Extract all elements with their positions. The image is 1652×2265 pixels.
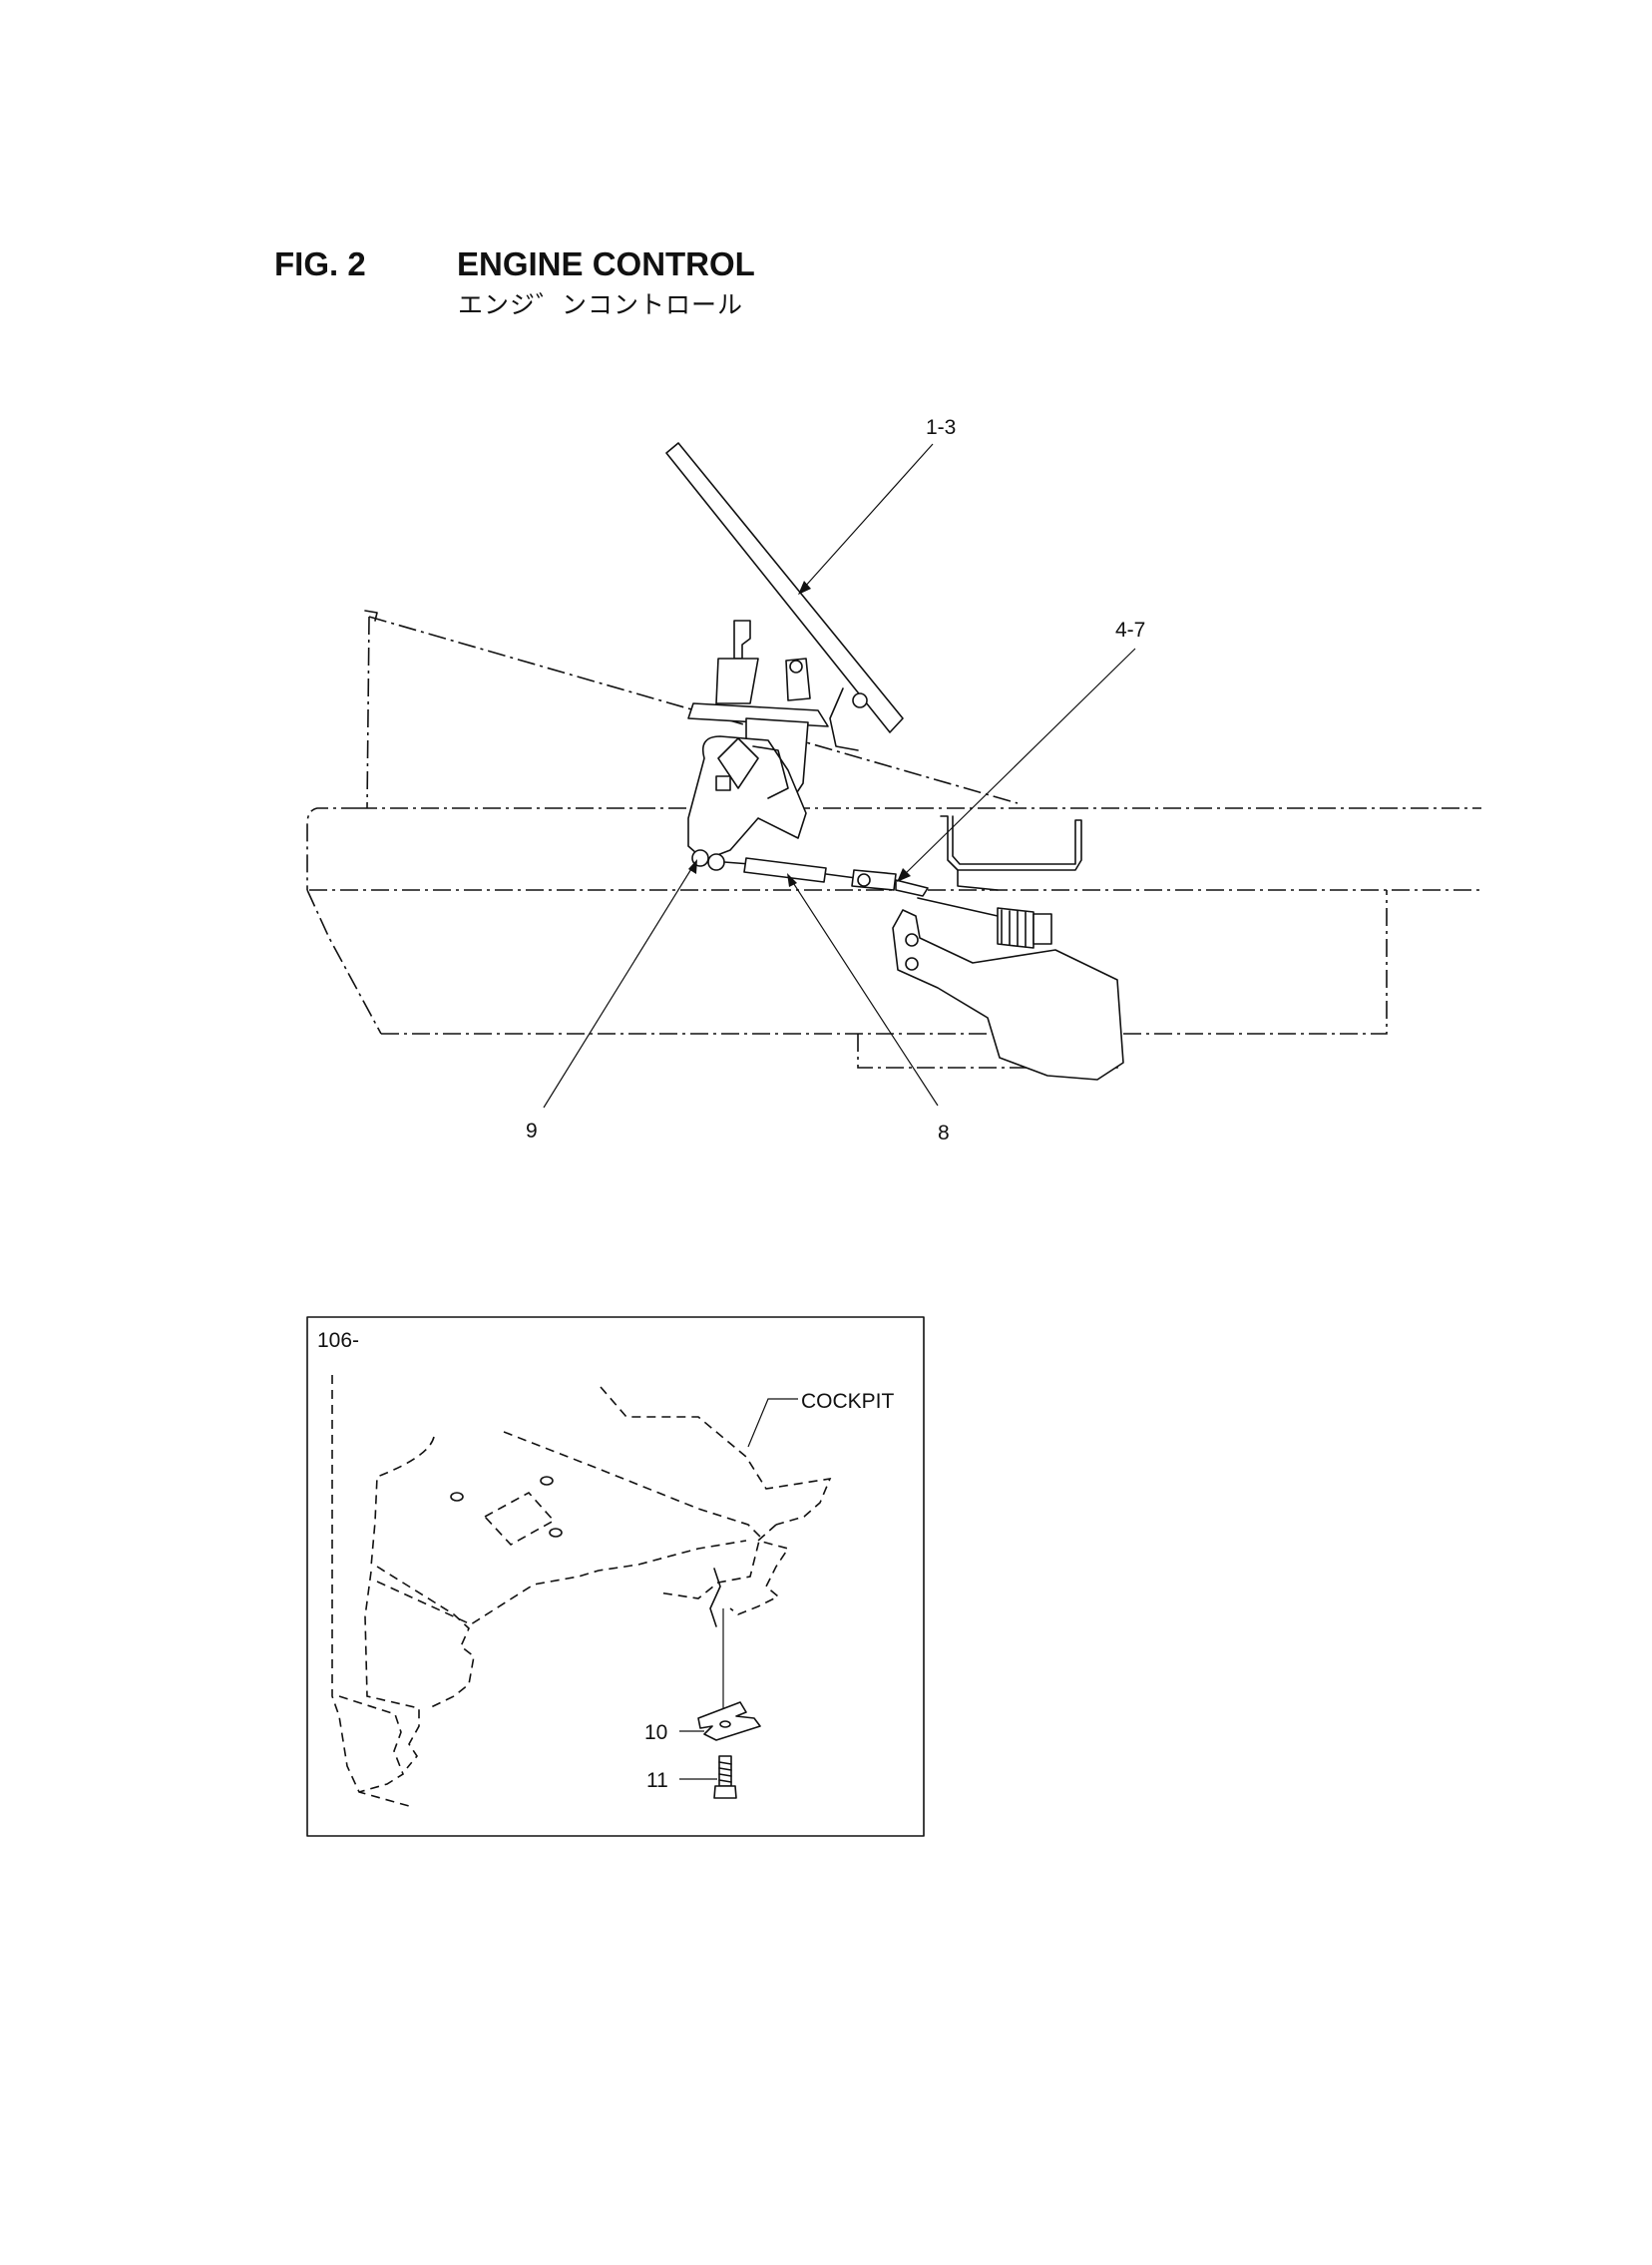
cable-adjust-thread <box>1001 909 1027 948</box>
leader-8 <box>789 877 939 1107</box>
stop-bolt <box>733 620 751 660</box>
clevis-pin-b <box>707 853 725 871</box>
floor-panel-outline <box>368 616 1019 804</box>
governor-pin-a <box>905 933 919 947</box>
accelerator-pedal <box>665 442 904 733</box>
frame-bottom-line <box>381 890 1388 1035</box>
housing-nut <box>715 775 731 791</box>
callout-8: 8 <box>938 1122 950 1144</box>
floor-hole-a <box>450 1492 464 1502</box>
floor-cover-plate <box>483 1491 556 1547</box>
frame-lower-slope <box>306 889 382 1035</box>
cable-bracket <box>940 815 1082 871</box>
cockpit-bottom-wall <box>338 1695 404 1793</box>
callout-9: 9 <box>526 1120 538 1142</box>
leader-8-arrow <box>787 873 797 887</box>
leader-9-arrow <box>688 859 697 874</box>
detail-view: 106- <box>306 1316 925 1837</box>
leader-4-7-arrow <box>897 868 911 882</box>
cable-bracket-side <box>957 869 999 891</box>
governor-lever <box>892 909 1124 1081</box>
cockpit-lower-edge <box>376 1566 475 1709</box>
cockpit-inner-edge <box>503 1431 761 1599</box>
clip-plate <box>697 1701 761 1741</box>
under-floor-bracket <box>709 1568 721 1627</box>
rod-joint-pin <box>857 873 871 887</box>
callout-4-7: 4-7 <box>1115 619 1145 642</box>
housing-inner-2 <box>752 745 789 799</box>
main-assembly-view: 1-3 4-7 9 8 <box>306 416 1481 1144</box>
cockpit-label: COCKPIT <box>801 1390 895 1413</box>
leader-9 <box>543 863 695 1109</box>
cockpit-far-left <box>331 1375 410 1807</box>
pedal-pivot <box>852 692 868 708</box>
cockpit-stepped-right <box>729 1524 790 1615</box>
leader-4-7 <box>902 648 1136 877</box>
clip-plate-hole <box>719 1720 731 1728</box>
frame-left-nose <box>306 807 359 890</box>
floor-hole-c <box>549 1528 563 1538</box>
pedal-arm <box>829 687 859 751</box>
leader-cockpit <box>747 1398 798 1448</box>
post-pivot <box>789 660 803 674</box>
cockpit-top-edge <box>600 1386 832 1526</box>
bolt-head <box>713 1785 737 1799</box>
stop-bracket <box>715 658 759 704</box>
cockpit-floor-line <box>376 1540 747 1625</box>
figure-title: ENGINE CONTROL <box>457 245 755 282</box>
bolt-thread <box>718 1761 732 1783</box>
floor-panel-lip <box>364 610 378 622</box>
cable-lock-nut <box>1032 913 1052 945</box>
rod-link <box>825 873 857 879</box>
callout-11: 11 <box>646 1769 668 1792</box>
cable-adjust-nut <box>997 907 1034 949</box>
callout-10: 10 <box>644 1721 667 1744</box>
rod-sleeve <box>743 857 827 883</box>
governor-pin-b <box>905 957 919 971</box>
housing-inner <box>717 737 759 789</box>
leader-1-3 <box>802 443 934 590</box>
figure-subtitle: エンジ゛ンコントロール <box>458 291 744 319</box>
floor-hole-b <box>540 1476 554 1486</box>
floor-panel-left-edge <box>366 616 370 809</box>
detail-ref: 106- <box>317 1329 359 1352</box>
throttle-cable <box>917 897 999 917</box>
rod-tail <box>895 879 929 897</box>
detail-frame <box>306 1316 925 1837</box>
cockpit-side-panel <box>364 1571 420 1769</box>
cockpit-left-edge <box>370 1436 435 1568</box>
leader-1-3-arrow <box>798 581 811 595</box>
figure-number: FIG. 2 <box>274 245 366 282</box>
callout-1-3: 1-3 <box>926 416 956 439</box>
lever-housing <box>687 735 807 861</box>
